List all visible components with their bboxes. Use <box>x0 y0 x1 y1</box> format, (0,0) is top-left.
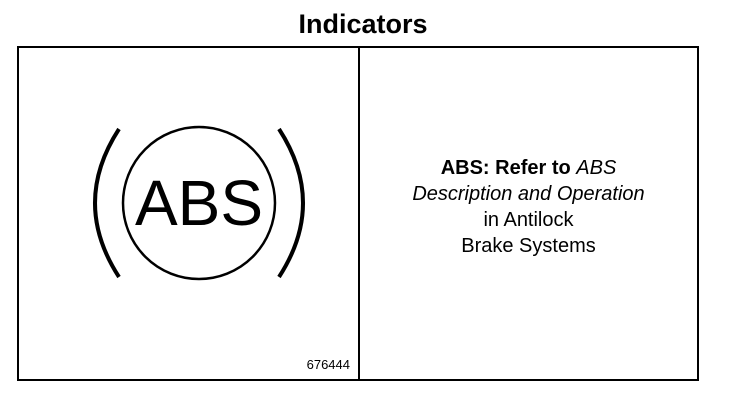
indicator-description-cell: ABS: Refer to ABS Description and Operat… <box>360 48 697 379</box>
indicator-symbol-cell: ABS 676444 <box>19 48 360 379</box>
abs-icon-text: ABS <box>135 167 263 239</box>
indicator-table: ABS 676444 ABS: Refer to ABS Description… <box>17 46 699 381</box>
description-line-4: Brake Systems <box>461 234 596 257</box>
abs-circle <box>121 125 277 281</box>
description-line-2: Description and Operation <box>412 182 645 205</box>
right-arc <box>277 127 305 279</box>
left-arc <box>93 127 121 279</box>
description-italic-inline: ABS <box>576 156 617 179</box>
figure-id: 676444 <box>306 357 350 372</box>
page-title: Indicators <box>298 9 428 39</box>
description-bold: ABS: Refer to <box>440 156 571 179</box>
description-line-3: in Antilock <box>483 208 574 231</box>
description-line-1: ABS: Refer to ABS <box>412 155 644 181</box>
abs-warning-icon: ABS <box>93 125 305 281</box>
indicator-description: ABS: Refer to ABS Description and Operat… <box>412 155 644 259</box>
